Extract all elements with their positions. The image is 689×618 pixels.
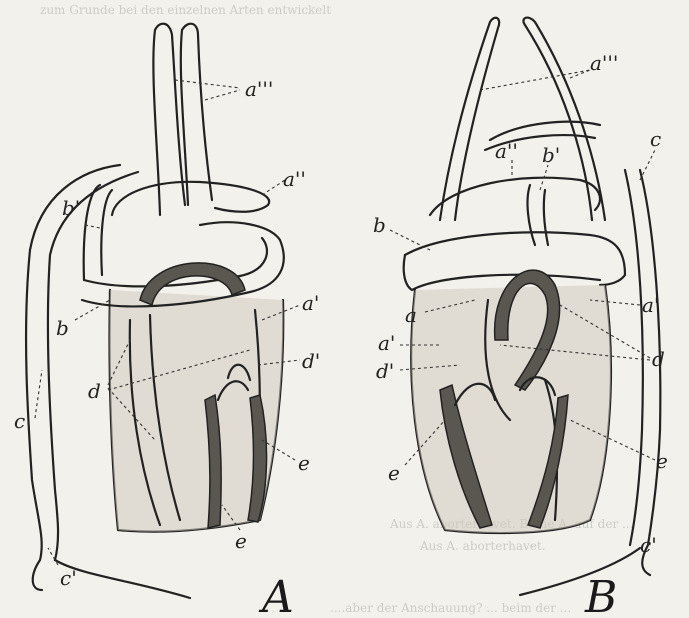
- header-text: zum Grunde bei den einzelnen Arten entwi…: [40, 3, 331, 17]
- stalk-a3b-b: [523, 18, 605, 220]
- panel-label-a: A: [258, 572, 294, 618]
- label-b-a: b: [56, 316, 69, 340]
- label-c-a: c: [14, 409, 25, 433]
- label-a3-a: a''': [245, 77, 273, 101]
- leader-a3-b: [480, 70, 590, 90]
- collar-b2-b: [404, 255, 600, 290]
- label-a2-a: a'': [283, 167, 306, 191]
- label-d1-b: d': [376, 359, 394, 383]
- label-b-b: b: [373, 213, 386, 237]
- figure-a: a''' a'' b' b a' d' d c e e c' A: [14, 24, 320, 618]
- label-a-b: a: [405, 303, 417, 327]
- tube-c-inner-b: [625, 170, 643, 545]
- label-d-a: d: [88, 379, 101, 403]
- label-e-left-b: e: [388, 461, 400, 485]
- body-shade-b: [411, 285, 611, 533]
- label-e-right-a: e: [298, 451, 310, 475]
- label-a2-b: a'': [495, 139, 518, 163]
- ring-a2-a: [112, 182, 269, 215]
- label-e-bottom-a: e: [235, 529, 247, 553]
- leader-c-a: [35, 370, 42, 418]
- label-b1-a: b': [62, 196, 80, 220]
- leader-b-b: [390, 230, 430, 250]
- stalk-a3b-a: [181, 24, 212, 205]
- leader-b1-a: [85, 225, 100, 228]
- leader-a3-a: [175, 80, 240, 100]
- leader-a2-a: [262, 180, 285, 195]
- bottom-text: ....aber der Anschauung? ... beim der ..…: [330, 601, 571, 615]
- label-a1-left-b: a': [378, 331, 395, 355]
- bleed-text-2: Aus A. aborterhavet.: [419, 539, 546, 553]
- panel-label-b: B: [584, 572, 617, 618]
- label-c1-b: c': [640, 533, 657, 557]
- label-a1-right-b: a': [642, 293, 659, 317]
- label-e-right-b: e: [656, 449, 668, 473]
- arm-b1-b: [528, 185, 548, 245]
- label-c-b: c: [650, 127, 661, 151]
- label-a1-a: a': [302, 291, 319, 315]
- label-d1-a: d': [302, 349, 320, 373]
- label-d-b: d: [652, 347, 665, 371]
- label-c1-a: c': [60, 566, 77, 590]
- label-b1-b: b': [542, 143, 560, 167]
- label-a3-b: a''': [590, 51, 618, 75]
- arm-b1-a: [84, 185, 112, 280]
